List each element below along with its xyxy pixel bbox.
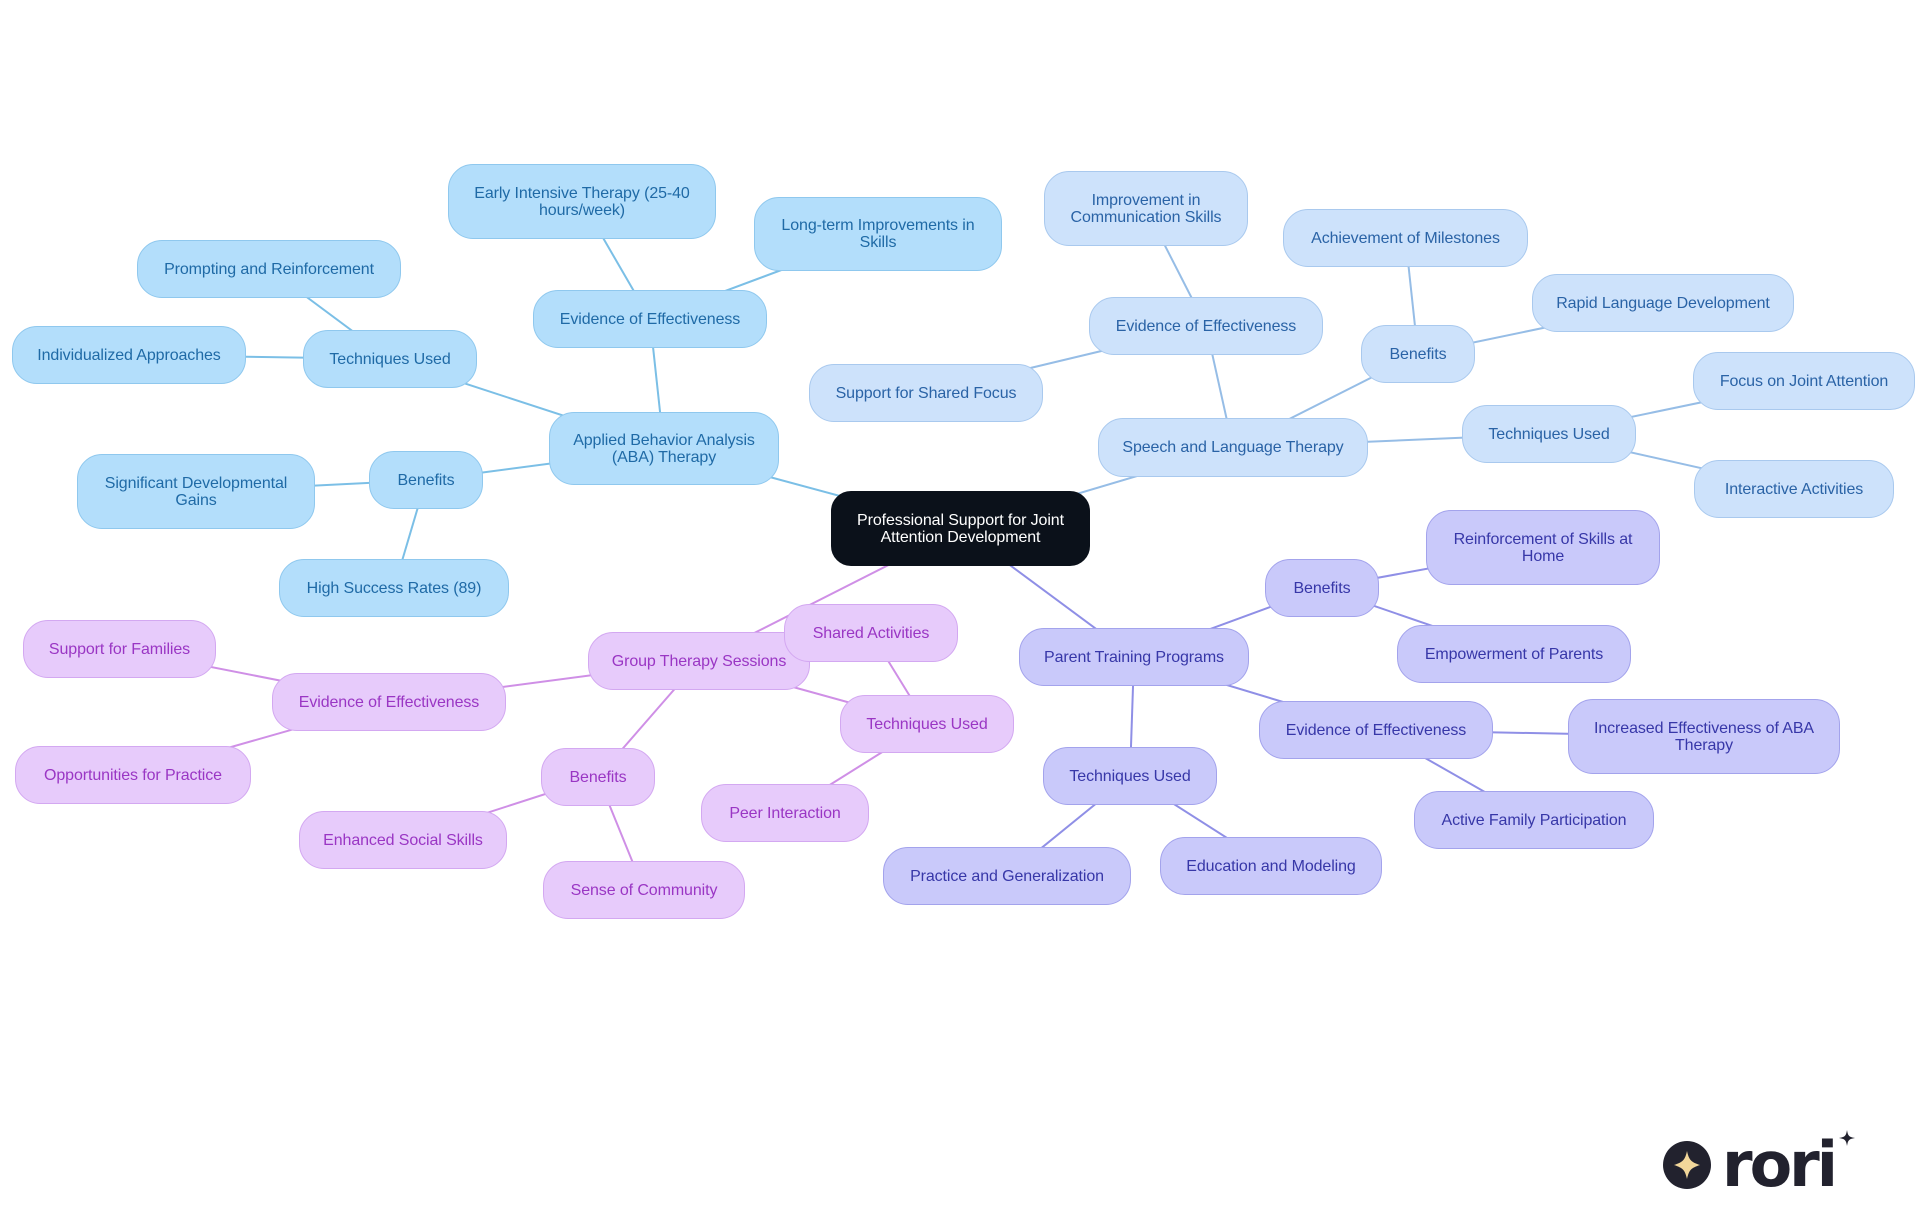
speech-communication-node: Improvement in Communication Skills <box>1044 171 1248 246</box>
aba-prompting-node: Prompting and Reinforcement <box>137 240 401 298</box>
star-icon <box>1839 1130 1855 1146</box>
aba-evidence-node: Evidence of Effectiveness <box>533 290 767 348</box>
parent-empowerment-node: Empowerment of Parents <box>1397 625 1631 683</box>
speech-benefits-node: Benefits <box>1361 325 1475 383</box>
aba-significant-gains-node: Significant Developmental Gains <box>77 454 315 529</box>
parent-aba-effectiveness-node: Increased Effectiveness of ABA Therapy <box>1568 699 1840 774</box>
parent-benefits-node: Benefits <box>1265 559 1379 617</box>
speech-rapid-language-node: Rapid Language Development <box>1532 274 1794 332</box>
speech-interactive-node: Interactive Activities <box>1694 460 1894 518</box>
aba-long-term-node: Long-term Improvements in Skills <box>754 197 1002 271</box>
group-social-skills-node: Enhanced Social Skills <box>299 811 507 869</box>
logo-wordmark: rori <box>1722 1130 1835 1190</box>
group-opportunities-node: Opportunities for Practice <box>15 746 251 804</box>
parent-techniques-node: Techniques Used <box>1043 747 1217 805</box>
speech-shared-focus-node: Support for Shared Focus <box>809 364 1043 422</box>
group-community-node: Sense of Community <box>543 861 745 919</box>
root-node: Professional Support for Joint Attention… <box>831 491 1090 566</box>
parent-family-participation-node: Active Family Participation <box>1414 791 1654 849</box>
aba-techniques-node: Techniques Used <box>303 330 477 388</box>
aba-success-rates-node: High Success Rates (89) <box>279 559 509 617</box>
speech-techniques-node: Techniques Used <box>1462 405 1636 463</box>
aba-individualized-node: Individualized Approaches <box>12 326 246 384</box>
group-families-node: Support for Families <box>23 620 216 678</box>
aba-early-intensive-node: Early Intensive Therapy (25-40 hours/wee… <box>448 164 716 239</box>
group-techniques-node: Techniques Used <box>840 695 1014 753</box>
parent-training-node: Parent Training Programs <box>1019 628 1249 686</box>
parent-education-node: Education and Modeling <box>1160 837 1382 895</box>
speech-evidence-node: Evidence of Effectiveness <box>1089 297 1323 355</box>
speech-milestones-node: Achievement of Milestones <box>1283 209 1528 267</box>
parent-practice-node: Practice and Generalization <box>883 847 1131 905</box>
group-benefits-node: Benefits <box>541 748 655 806</box>
group-evidence-node: Evidence of Effectiveness <box>272 673 506 731</box>
parent-reinforcement-home-node: Reinforcement of Skills at Home <box>1426 510 1660 585</box>
group-therapy-node: Group Therapy Sessions <box>588 632 810 690</box>
rori-logo: rori <box>1663 1130 1855 1190</box>
speech-joint-attention-node: Focus on Joint Attention <box>1693 352 1915 410</box>
group-peer-interaction-node: Peer Interaction <box>701 784 869 842</box>
group-shared-activities-node: Shared Activities <box>784 604 958 662</box>
sparkle-icon <box>1674 1151 1700 1179</box>
aba-therapy-node: Applied Behavior Analysis (ABA) Therapy <box>549 412 779 485</box>
parent-evidence-node: Evidence of Effectiveness <box>1259 701 1493 759</box>
aba-benefits-node: Benefits <box>369 451 483 509</box>
speech-therapy-node: Speech and Language Therapy <box>1098 418 1368 477</box>
